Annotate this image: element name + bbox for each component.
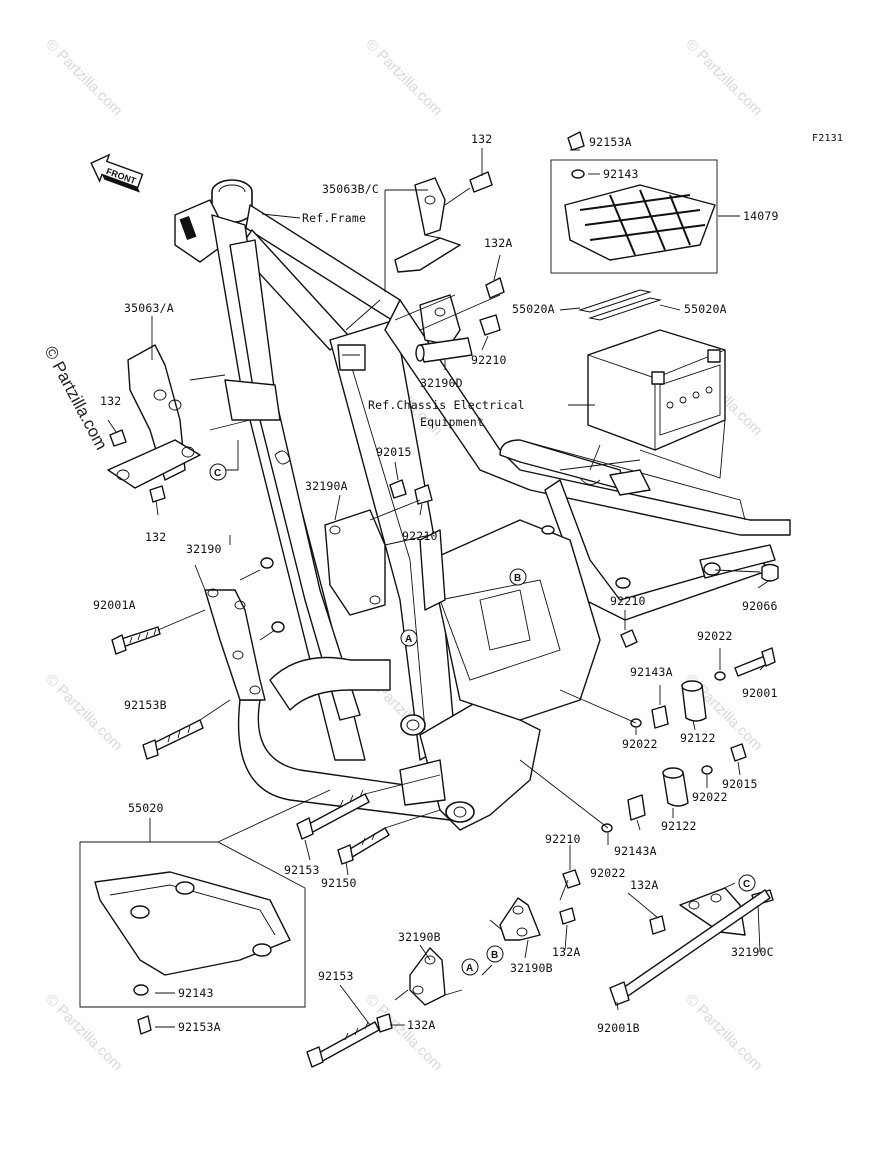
bolt-92001b [609,889,771,1006]
ref-chassis-label-line2: Equipment [420,415,484,429]
bracket-32190a [324,479,433,616]
bolt-132a-low [376,1013,393,1033]
svg-text:A: A [466,963,473,974]
watermark: © Partzilla.com [682,36,765,119]
callout-b-mid: B [509,568,527,586]
callout-a-low: A [461,958,479,976]
ref-frame-label: Ref.Frame [302,211,366,225]
diagram-code: F2131 [812,133,843,144]
battery-pads-55020a [578,289,662,321]
svg-text:C: C [743,879,750,890]
svg-text:A: A [405,634,412,645]
part-label: 92122 [680,731,716,745]
battery-cover-14079 [550,131,718,274]
bolt-92001a [111,626,161,655]
part-label: 92015 [376,445,412,459]
part-label: 92022 [692,790,728,804]
part-label: 35063/A [124,301,174,315]
part-label: 92066 [742,599,778,613]
part-label: 55020A [684,302,727,316]
part-label: 92210 [402,529,438,543]
part-label: 32190A [305,479,348,493]
part-label: 92210 [610,594,646,608]
part-label: 132 [100,394,121,408]
part-label: 55020A [512,302,555,316]
bracket-32190d [415,277,505,363]
watermark: © Partzilla.com [42,36,125,119]
part-label: 132 [471,132,492,146]
part-label: 92015 [722,777,758,791]
part-label: 92153 [284,863,320,877]
part-label: 92153A [178,1020,221,1034]
part-label: 55020 [128,801,164,815]
watermark: © Partzilla.com [682,991,765,1074]
part-labels: 132 35063B/C 132A 35063/A 132 132 32190D… [93,132,779,1035]
callout-a-mid: A [400,629,418,647]
callout-markers: C B A A B C [209,463,756,976]
motorcycle-frame [174,179,791,831]
part-label: 92001A [93,598,136,612]
bracket-35063bc [394,171,493,273]
part-label: 92143A [614,844,657,858]
part-label: 92122 [661,819,697,833]
part-label: 92022 [697,629,733,643]
leader-lines [107,148,771,1028]
svg-text:C: C [214,468,221,479]
bolt-92150 [337,827,390,865]
part-label: 92210 [471,353,507,367]
watermark: © Partzilla.com [42,671,125,754]
ref-chassis-label-line1: Ref.Chassis Electrical [368,398,525,412]
part-label: 35063B/C [322,182,379,196]
part-label: 92001 [742,686,778,700]
part-label: 92022 [590,866,626,880]
part-label: 92143 [603,167,639,181]
watermark: © Partzilla.com [42,991,125,1074]
part-label: 92153 [318,969,354,983]
svg-text:B: B [514,573,521,584]
bolt-92153b [142,719,204,760]
part-label: 32190D [420,376,463,390]
part-label: 132A [484,236,513,250]
part-label: 92001B [597,1021,640,1035]
part-label: 92022 [622,737,658,751]
watermark: © Partzilla.com [362,36,445,119]
part-label: 92150 [321,876,357,890]
bolt-92153-mid [296,789,370,840]
part-label: 32190C [731,945,774,959]
svg-text:B: B [491,950,498,961]
part-label: 132A [407,1018,436,1032]
part-label: 92153A [589,135,632,149]
part-label: 132A [630,878,659,892]
callout-b-low: B [486,945,504,963]
part-label: 32190 [186,542,222,556]
part-label: 92143 [178,986,214,1000]
part-label: 32190B [510,961,553,975]
engine-mount-hardware [562,563,779,889]
bracket-32190 [204,588,266,701]
part-label: 132 [145,530,166,544]
part-label: 92143A [630,665,673,679]
callout-c-left: C [209,463,227,481]
part-label: 32190B [398,930,441,944]
part-label: 132A [552,945,581,959]
part-label: 14079 [743,209,779,223]
callout-c-low: C [738,874,756,892]
bolt-92153-low [306,1021,380,1068]
bracket-35063a [107,344,201,503]
skid-plate-55020 [79,841,306,1035]
bracket-32190b-right [499,897,576,941]
battery [587,329,726,451]
part-label: 92210 [545,832,581,846]
front-arrow-icon: FRONT [90,153,144,193]
part-label: 92153B [124,698,167,712]
